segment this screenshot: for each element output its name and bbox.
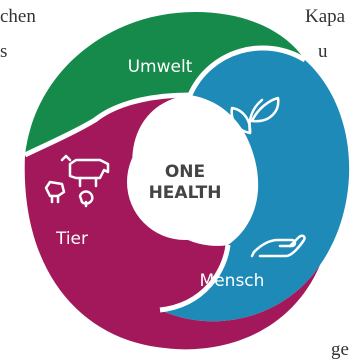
leaf-icon [230, 96, 280, 135]
center-label-line1: ONE [165, 162, 205, 182]
segment-label-mensch: Mensch [200, 271, 265, 291]
swirl-divider [23, 92, 191, 158]
center-label-line2: HEALTH [149, 183, 222, 203]
center-circle [127, 124, 243, 240]
page-text-fragment-top-left-2: s [0, 41, 8, 62]
swirl-divider [187, 45, 307, 97]
page-text-fragment-bottom-right: ge [331, 339, 349, 360]
page-text-fragment-top-right-2: u [318, 41, 328, 62]
livestock-icon [44, 154, 110, 208]
hand-icon [250, 234, 306, 258]
page-text-fragment-top-left-1: chen [0, 6, 36, 27]
page-text-fragment-top-right-1: Kapa [305, 6, 346, 27]
segment-label-tier: Tier [55, 229, 88, 249]
swirl-divider [159, 244, 231, 313]
segment-label-umwelt: Umwelt [128, 57, 193, 77]
segment-tier [24, 95, 320, 350]
segment-mensch [160, 47, 350, 322]
